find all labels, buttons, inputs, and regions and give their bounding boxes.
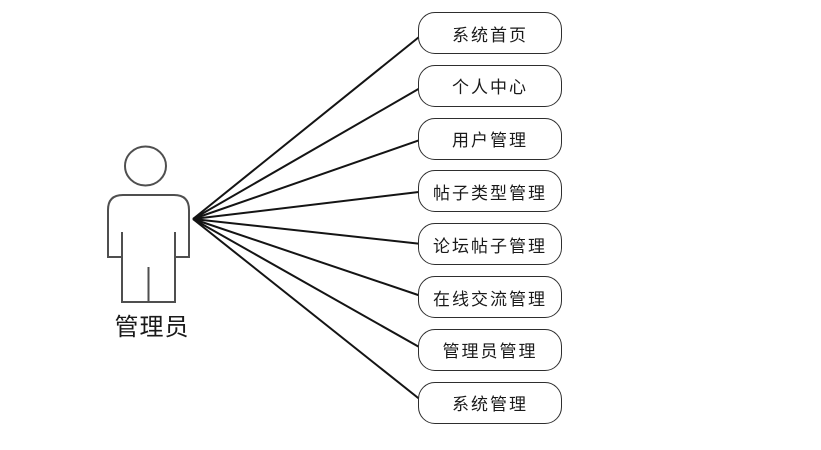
use-case-label: 系统管理 <box>452 395 528 415</box>
use-case-box-post-type-management: 帖子类型管理 <box>418 170 562 213</box>
connector-line <box>192 218 425 298</box>
use-case-box-system-home: 系统首页 <box>418 12 562 54</box>
use-case-box-forum-post-management: 论坛帖子管理 <box>418 223 562 266</box>
actor-arm-lines <box>121 232 176 257</box>
use-case-box-user-management: 用户管理 <box>418 117 562 160</box>
actor-head <box>124 145 167 187</box>
use-case-box-admin-management: 管理员管理 <box>418 328 562 371</box>
use-case-label: 帖子类型管理 <box>433 183 547 203</box>
actor-body <box>107 194 190 303</box>
connector-line <box>192 32 425 220</box>
connector-line <box>192 218 425 404</box>
use-case-label: 用户管理 <box>452 131 528 151</box>
connector-line <box>192 190 425 220</box>
use-case-label: 个人中心 <box>452 78 528 98</box>
use-case-label: 系统首页 <box>452 25 528 45</box>
use-case-box-online-communication-management: 在线交流管理 <box>418 276 562 318</box>
actor-label: 管理员 <box>114 315 190 341</box>
connector-line <box>192 218 425 246</box>
use-case-label: 论坛帖子管理 <box>433 236 547 256</box>
use-case-label: 在线交流管理 <box>433 289 547 309</box>
connector-line <box>192 218 425 351</box>
use-case-box-personal-center: 个人中心 <box>418 64 562 107</box>
use-case-label: 管理员管理 <box>442 342 538 362</box>
connector-line <box>192 84 425 220</box>
use-case-box-system-management: 系统管理 <box>418 381 562 424</box>
connector-line <box>192 137 425 220</box>
